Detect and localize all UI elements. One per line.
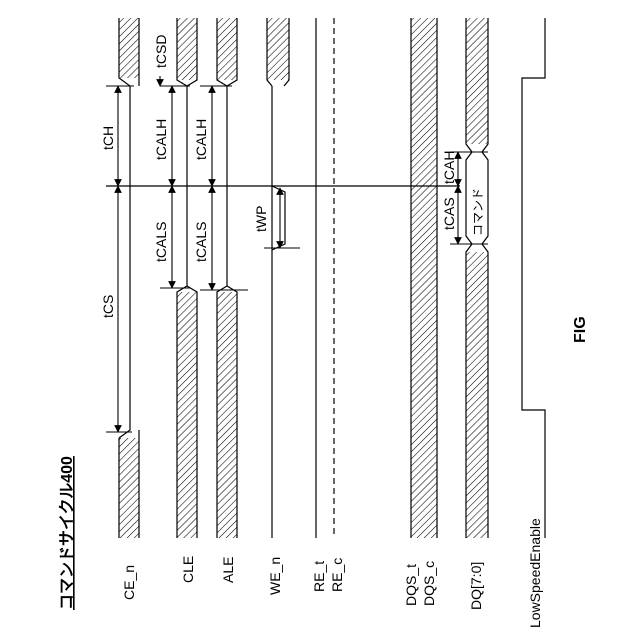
- label-cle: CLE: [180, 556, 196, 583]
- signal-cle: [177, 18, 197, 538]
- signal-we-n: [267, 18, 289, 538]
- figure-label: FIG: [572, 316, 589, 343]
- command-label: コマンド: [471, 188, 485, 236]
- label-tcals-2: tCALS: [193, 222, 209, 262]
- signal-ale: [217, 18, 237, 538]
- label-tcalh-1: tCALH: [153, 119, 169, 160]
- label-twp: tWP: [253, 206, 269, 232]
- label-low-speed-enable: LowSpeedEnable: [527, 518, 543, 628]
- label-tcs: tCS: [100, 295, 116, 318]
- label-ce-n: CE_n: [121, 565, 137, 600]
- label-tcals-1: tCALS: [153, 222, 169, 262]
- label-we-n: WE_n: [267, 557, 283, 595]
- label-re-t: RE_t: [311, 561, 327, 592]
- signal-ce-n: [119, 18, 139, 538]
- figure-title: コマンドサイクル400: [58, 456, 76, 610]
- label-ale: ALE: [220, 557, 236, 583]
- timing-arrows: [118, 76, 458, 432]
- label-tcah: tCAH: [441, 151, 457, 184]
- signal-dq: [466, 18, 488, 538]
- label-dq: DQ[7:0]: [468, 562, 484, 610]
- label-dqs-c: DQS_c: [421, 561, 437, 606]
- label-tcsd: tCSD: [153, 35, 169, 68]
- label-tcas: tCAS: [441, 197, 457, 230]
- label-tch: tCH: [100, 126, 116, 150]
- label-tcalh-2: tCALH: [193, 119, 209, 160]
- signal-low-speed-enable: [522, 18, 545, 538]
- label-dqs-t: DQS_t: [403, 564, 419, 606]
- label-re-c: RE_c: [329, 558, 345, 592]
- signal-dqs: [411, 18, 437, 538]
